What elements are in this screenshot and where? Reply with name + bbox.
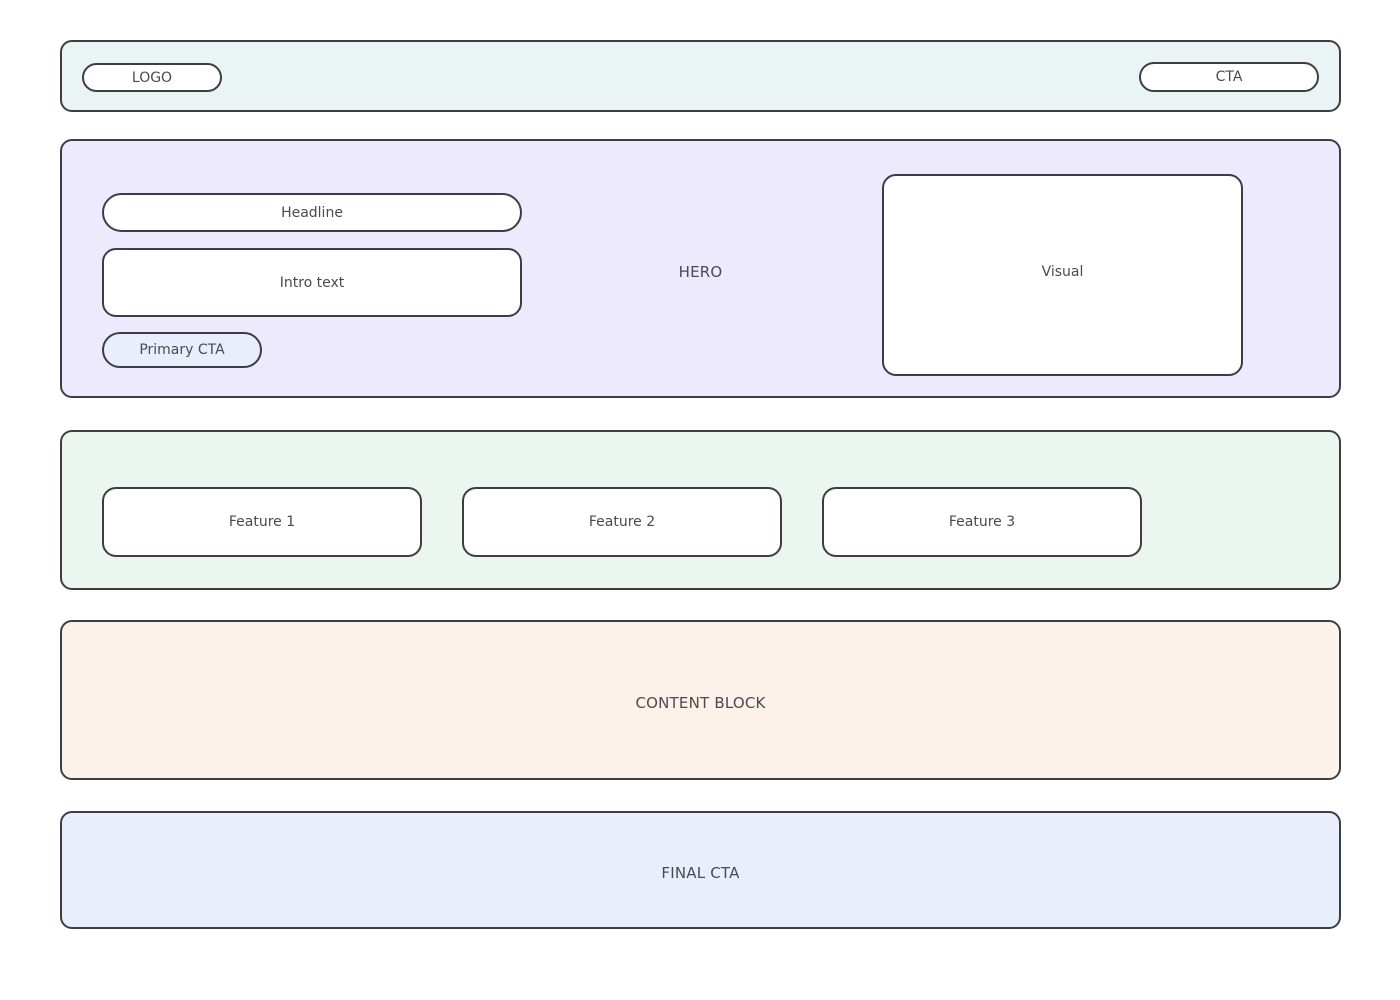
logo-button[interactable]: LOGO [82, 63, 222, 92]
feature-card-label: Feature 3 [948, 514, 1016, 530]
content-block-section: CONTENT BLOCK [60, 620, 1341, 780]
content-block-label: CONTENT BLOCK [635, 694, 766, 712]
feature-card[interactable]: Feature 3 [822, 487, 1142, 557]
hero-primary-cta-button[interactable]: Primary CTA [102, 332, 262, 368]
hero-section: HERO Headline Intro text Primary CTA Vis… [60, 139, 1341, 398]
header-section: LOGO CTA [60, 40, 1341, 112]
hero-visual-placeholder: Visual [882, 174, 1243, 376]
feature-card[interactable]: Feature 2 [462, 487, 782, 557]
final-cta-section[interactable]: FINAL CTA [60, 811, 1341, 929]
feature-card-label: Feature 1 [228, 514, 296, 530]
hero-intro-label: Intro text [279, 274, 345, 291]
hero-visual-label: Visual [1041, 264, 1084, 280]
header-cta-button[interactable]: CTA [1139, 62, 1319, 92]
final-cta-label: FINAL CTA [661, 864, 740, 882]
feature-card[interactable]: Feature 1 [102, 487, 422, 557]
hero-headline-label: Headline [281, 204, 343, 221]
hero-primary-cta-label: Primary CTA [139, 342, 225, 358]
header-cta-label: CTA [1215, 69, 1243, 85]
hero-headline-placeholder: Headline [102, 193, 522, 232]
feature-card-label: Feature 2 [588, 514, 656, 530]
hero-intro-placeholder: Intro text [102, 248, 522, 317]
features-section: Feature 1 Feature 2 Feature 3 [60, 430, 1341, 590]
logo-label: LOGO [131, 69, 173, 86]
